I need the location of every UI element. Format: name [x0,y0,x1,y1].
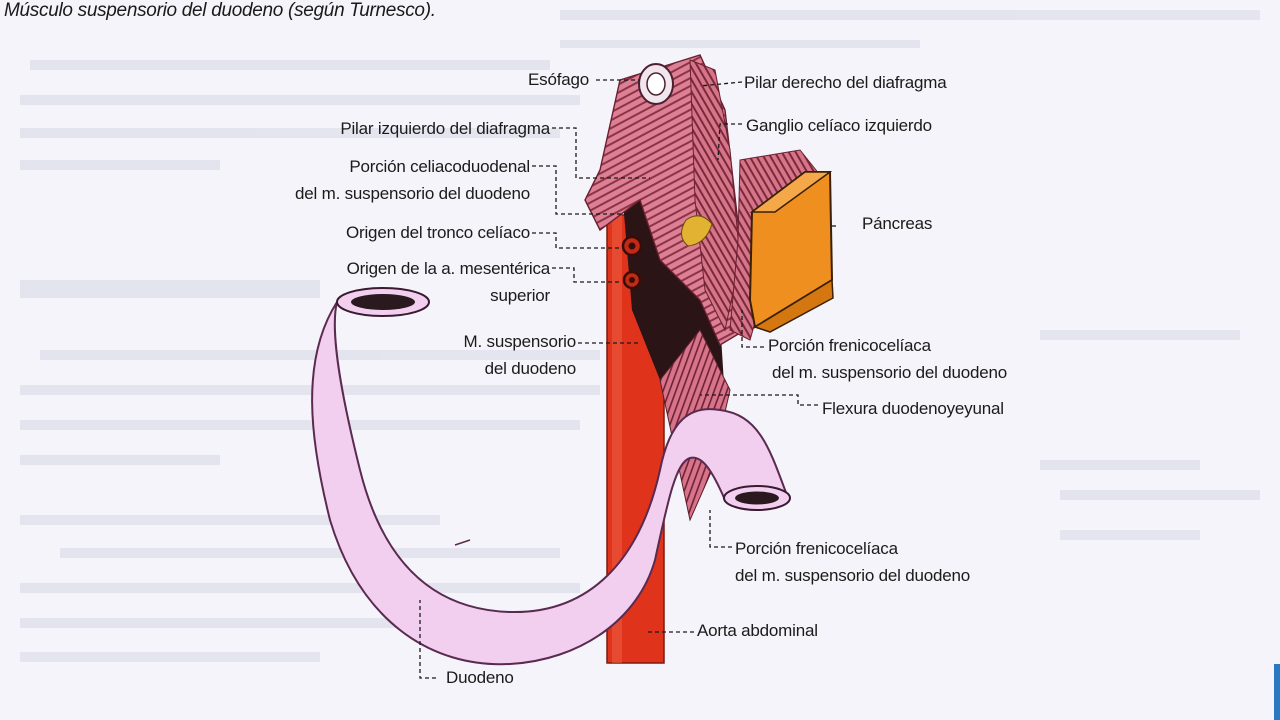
esophagus [638,63,674,105]
duodenum [311,287,791,666]
label-frenicoceliaca-lower-2: del m. suspensorio del duodeno [735,566,970,585]
edge-marker [1274,664,1280,720]
label-esofago: Esófago [528,70,589,89]
label-pilar-derecho: Pilar derecho del diafragma [744,73,947,92]
label-m-suspensorio: M. suspensorio [463,332,577,351]
label-ganglio-celiaco: Ganglio celíaco izquierdo [746,116,932,135]
label-aorta: Aorta abdominal [697,621,818,640]
label-porcion-celiacoduodenal: Porción celiacoduodenal [349,157,530,176]
label-frenicoceliaca-lower: Porción frenicocelíaca [735,539,898,558]
label-duodeno: Duodeno [446,668,514,687]
label-mesenterica: Origen de la a. mesentérica [346,259,551,278]
figure-title: Músculo suspensorio del duodeno (según T… [4,0,436,21]
label-tronco-celiaco: Origen del tronco celíaco [346,223,530,242]
label-porcion-celiacoduodenal-2: del m. suspensorio del duodeno [295,184,530,203]
label-mesenterica-2: superior [490,286,550,305]
label-frenicoceliaca-upper-2: del m. suspensorio del duodeno [772,363,1007,382]
label-pilar-izquierdo: Pilar izquierdo del diafragma [340,119,550,138]
pancreas [748,171,834,333]
diaphragm-crura [584,54,746,347]
leader-lines [419,79,836,679]
label-m-suspensorio-2: del duodeno [484,359,577,378]
label-pancreas: Páncreas [862,214,933,233]
label-flexura: Flexura duodenoyeyunal [822,399,1004,418]
artery-origins [621,235,643,290]
label-frenicoceliaca-upper: Porción frenicocelíaca [768,336,931,355]
